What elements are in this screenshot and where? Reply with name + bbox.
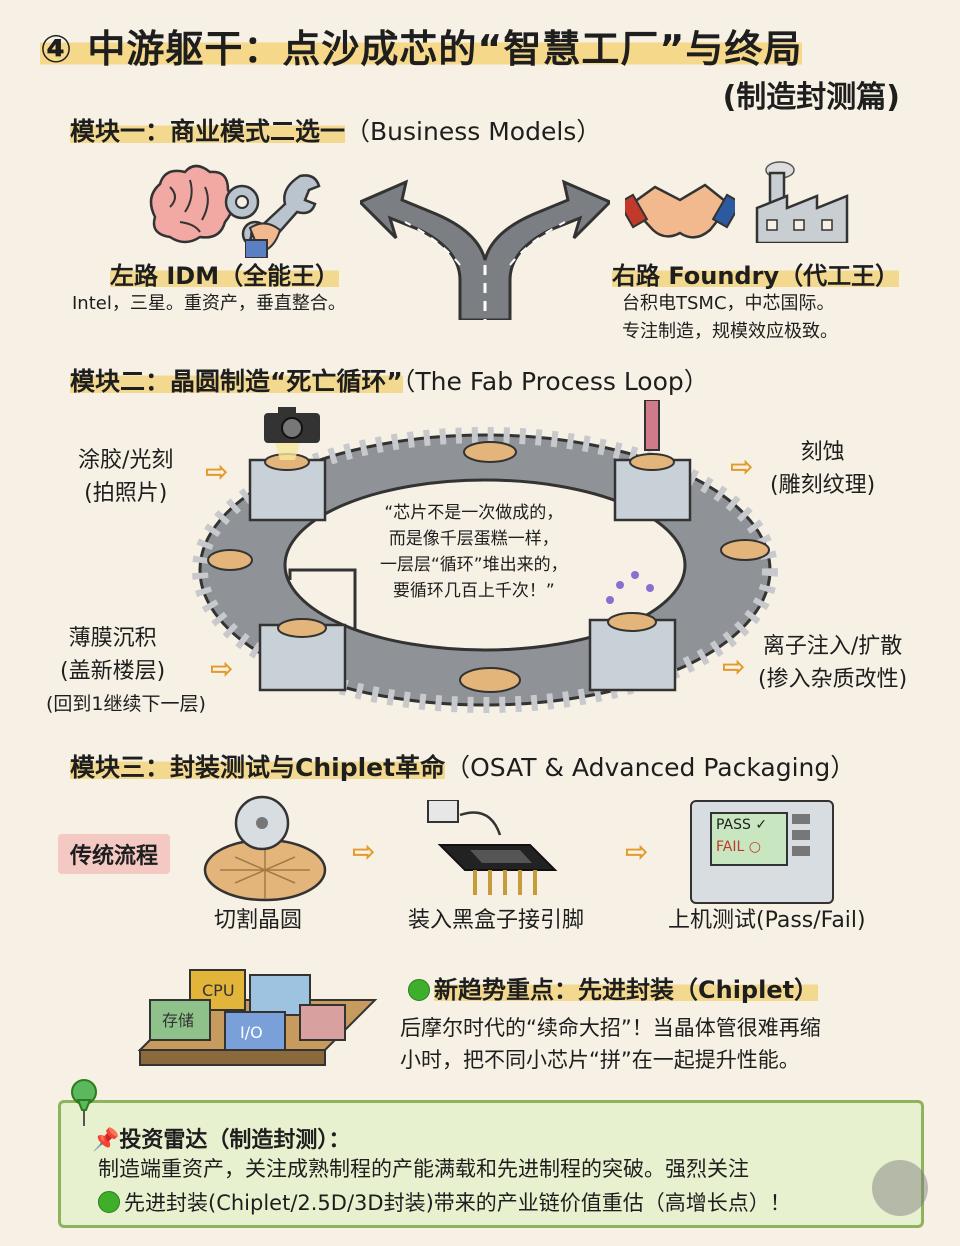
chip-package-icon xyxy=(427,800,558,895)
green-dot-icon xyxy=(408,979,430,1001)
watermark-badge xyxy=(872,1160,928,1216)
investment-radar-line-1: 制造端重资产，关注成熟制程的产能满载和先进制程的突破。强烈关注 xyxy=(98,1157,749,1181)
step-thin-film: 薄膜沉积(盖新楼层) xyxy=(60,626,166,684)
module3-heading: 模块三：封装测试与Chiplet革命（OSAT & Advanced Packa… xyxy=(70,753,856,782)
step-packaging: 装入黑盒子接引脚 xyxy=(408,908,585,933)
idm-route-title: 左路 IDM（全能王） xyxy=(110,262,340,290)
arrow-right-icon: ⇨ xyxy=(730,450,754,483)
green-dot-icon xyxy=(98,1191,120,1213)
chiplet-puzzle-icon: CPU 存储 I/O xyxy=(137,969,378,1066)
step-testing: 上机测试(Pass/Fail) xyxy=(668,908,866,933)
step-dicing: 切割晶圆 xyxy=(214,908,303,933)
foundry-route-title: 右路 Foundry（代工王） xyxy=(612,262,900,290)
test-screen: PASS ✓ FAIL ○ xyxy=(710,812,788,866)
wrench-hand-icon xyxy=(245,174,321,258)
fab-loop-conveyor xyxy=(192,400,778,713)
traditional-flow-label: 传统流程 xyxy=(58,834,171,874)
puzzle-io-label: I/O xyxy=(240,1023,263,1042)
idm-route-desc: Intel，三星。重资产，垂直整合。 xyxy=(72,293,346,314)
test-buttons xyxy=(792,814,816,884)
arrow-right-icon: ⇨ xyxy=(352,835,376,868)
pushpin-icon xyxy=(71,1079,97,1126)
fork-road-icon xyxy=(360,179,610,320)
camera-icon xyxy=(264,407,320,443)
factory-icon xyxy=(755,161,849,243)
foundry-route-desc-1: 台积电TSMC，中芯国际。 xyxy=(622,293,835,314)
investment-radar-line-2: 先进封装(Chiplet/2.5D/3D封装)带来的产业链价值重估（高增长点）！ xyxy=(98,1186,791,1220)
investment-radar-box xyxy=(58,1100,924,1228)
arrow-right-icon: ⇨ xyxy=(205,455,229,488)
wafer-saw-icon xyxy=(203,795,327,902)
chiplet-trend-desc: 后摩尔时代的“续命大招”！当晶体管很难再缩 小时，把不同小芯片“拼”在一起提升性… xyxy=(400,1016,821,1072)
arrow-right-icon: ⇨ xyxy=(722,650,746,683)
loop-quote: “芯片不是一次做成的， 而是像千层蛋糕一样， 一层层“循环”堆出来的， 要循环几… xyxy=(380,503,568,601)
arrow-right-icon: ⇨ xyxy=(210,652,234,685)
module1-heading: 模块一：商业模式二选一（Business Models） xyxy=(70,117,602,146)
step-thin-film-note: (回到1继续下一层) xyxy=(46,693,206,715)
foundry-route-desc-2: 专注制造，规模效应极致。 xyxy=(622,321,838,342)
investment-radar-title: 📌投资雷达（制造封测）： xyxy=(92,1128,351,1153)
step-etch: 刻蚀(雕刻纹理) xyxy=(770,440,876,498)
step-lithography: 涂胶/光刻(拍照片) xyxy=(78,448,174,506)
test-machine: PASS ✓ FAIL ○ xyxy=(690,800,834,904)
module2-heading: 模块二：晶圆制造“死亡循环”（The Fab Process Loop） xyxy=(70,367,709,396)
page-title: ④ 中游躯干：点沙成芯的“智慧工厂”与终局 xyxy=(40,27,803,71)
puzzle-memory-label: 存储 xyxy=(162,1011,194,1030)
step-ion-implant: 离子注入/扩散(掺入杂质改性) xyxy=(758,634,908,692)
page-subtitle: (制造封测篇) xyxy=(722,80,900,115)
arrow-right-icon: ⇨ xyxy=(625,835,649,868)
puzzle-cpu-label: CPU xyxy=(202,981,235,1000)
chiplet-trend-title: 新趋势重点：先进封装（Chiplet） xyxy=(408,970,819,1005)
handshake-icon xyxy=(625,183,735,239)
pin-icon: 📌 xyxy=(92,1128,120,1153)
